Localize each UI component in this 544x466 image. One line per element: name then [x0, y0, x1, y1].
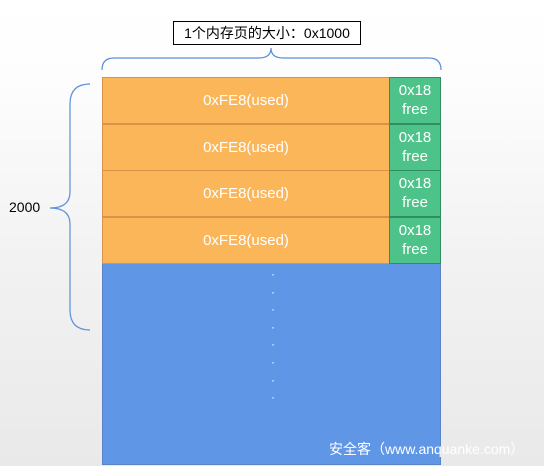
dot: · — [271, 319, 275, 334]
used-chunk-1: 0xFE8(used) — [102, 77, 390, 124]
watermark: 安全客（www.anquanke.com） — [329, 441, 525, 457]
dot: · — [271, 337, 275, 352]
dot: · — [271, 390, 275, 405]
free-label-3: free — [402, 194, 428, 211]
free-size-4: 0x18 — [398, 222, 432, 239]
free-chunk-3: 0x18 free — [389, 170, 441, 217]
free-size-3: 0x18 — [398, 175, 432, 192]
used-chunk-2: 0xFE8(used) — [102, 124, 390, 171]
free-size-1: 0x18 — [398, 82, 432, 99]
free-chunk-2: 0x18 free — [389, 124, 441, 171]
page-size-label: 1个内存页的大小：0x1000 — [173, 21, 361, 45]
free-label-4: free — [402, 241, 428, 258]
free-label-1: free — [402, 101, 428, 118]
dot: · — [271, 284, 275, 299]
free-chunk-1: 0x18 free — [389, 77, 441, 124]
chunk-count-label: 2000 — [9, 199, 41, 215]
dot: · — [271, 302, 275, 317]
left-brace — [49, 83, 91, 331]
free-chunk-4: 0x18 free — [389, 217, 441, 264]
free-size-2: 0x18 — [398, 129, 432, 146]
used-chunk-3: 0xFE8(used) — [102, 170, 390, 217]
continuation-dots: · · · · · · · · — [268, 266, 278, 407]
free-label-2: free — [402, 148, 428, 165]
top-brace — [101, 47, 442, 71]
used-chunk-4: 0xFE8(used) — [102, 217, 390, 264]
dot: · — [271, 267, 275, 281]
dot: · — [271, 354, 275, 369]
dot: · — [271, 372, 275, 387]
